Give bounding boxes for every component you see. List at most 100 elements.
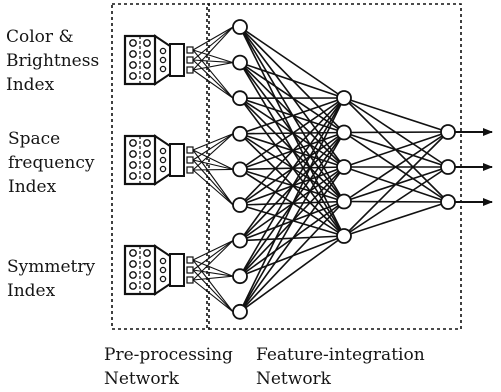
preprocessing-network-caption: Pre-processing Network (104, 343, 233, 391)
module-unit (159, 257, 167, 265)
module-to-node-connection (192, 59, 234, 99)
connection (239, 97, 345, 277)
module-to-node-connection (192, 159, 234, 206)
module-to-node-connection (192, 149, 234, 170)
network-connections (192, 26, 449, 313)
module-to-node-connection (192, 133, 234, 161)
module-unit (143, 172, 151, 180)
connection (343, 97, 449, 133)
module-unit (129, 150, 137, 158)
input-label-line: Symmetry (7, 257, 96, 277)
module-to-node-connection (192, 59, 234, 64)
output-arrows (455, 128, 493, 206)
module-output-unit (186, 66, 194, 74)
module-output-unit (186, 56, 194, 64)
hidden-layer-node (336, 90, 352, 106)
module-unit (159, 47, 167, 55)
connection (239, 200, 345, 313)
module-output-column (169, 143, 185, 177)
input-layer-node (232, 125, 248, 142)
module-to-node-connection (192, 133, 234, 171)
module-output-unit (186, 166, 194, 174)
preprocessing-module (123, 244, 194, 296)
connection (239, 97, 345, 206)
input-layer-node (232, 90, 248, 107)
module-unit (143, 249, 151, 257)
module-to-node-connection (192, 26, 234, 71)
module-unit (129, 39, 137, 47)
module-unit (143, 260, 151, 268)
module-to-node-connection (192, 240, 234, 261)
module-unit (159, 165, 167, 173)
module-output-unit (186, 156, 194, 164)
module-to-node-connection (192, 269, 234, 313)
caption-line: Pre-processing (104, 345, 233, 365)
module-unit (143, 150, 151, 158)
preprocessing-module (123, 34, 194, 86)
module-to-node-connection (192, 149, 234, 206)
connection (343, 131, 449, 168)
module-unit (129, 50, 137, 58)
module-to-node-connection (192, 169, 234, 206)
connection (239, 97, 345, 171)
module-unit (143, 161, 151, 169)
preprocessing-module (123, 134, 194, 186)
module-unit (143, 61, 151, 69)
connection (343, 201, 449, 237)
preprocessing-network-box (111, 3, 210, 330)
module-unit (129, 282, 137, 290)
connection (239, 132, 345, 313)
module-unit (143, 271, 151, 279)
module-unit (159, 275, 167, 283)
module-unit (143, 139, 151, 147)
module-funnel (154, 244, 171, 296)
module-to-node-connection (192, 26, 234, 51)
module-output-unit (186, 146, 194, 154)
module-output-unit (186, 46, 194, 54)
module-output-unit (186, 266, 194, 274)
module-unit (129, 72, 137, 80)
module-unit (143, 72, 151, 80)
module-unit (159, 156, 167, 164)
module-funnel (154, 34, 171, 86)
feature-integration-network-caption: Feature-integration Network (256, 343, 425, 391)
input-layer-node (232, 232, 248, 249)
module-unit (129, 172, 137, 180)
module-to-node-connection (192, 240, 234, 271)
module-unit (159, 266, 167, 274)
output-layer-node (440, 124, 456, 140)
module-output-unit (186, 256, 194, 264)
module-unit (159, 65, 167, 73)
hidden-layer-node (336, 159, 352, 175)
hidden-layer-node (336, 228, 352, 244)
hidden-layer-node (336, 124, 352, 141)
module-unit (159, 56, 167, 64)
input-label-line: Color & (6, 27, 74, 47)
input-label-color-brightness: Color & Brightness Index (6, 25, 99, 97)
connection (343, 131, 449, 203)
input-layer-node (232, 19, 248, 35)
connection (239, 97, 345, 135)
module-to-node-connection (192, 159, 234, 170)
module-to-node-connection (192, 26, 234, 61)
connection (343, 131, 449, 134)
module-to-node-connection (192, 168, 234, 171)
network-nodes (232, 19, 456, 320)
module-to-node-connection (192, 259, 234, 277)
module-to-node-connection (192, 240, 234, 281)
module-unit (129, 61, 137, 69)
connection (343, 166, 449, 237)
connection (343, 131, 449, 237)
connection (239, 97, 345, 313)
input-layer-node (232, 161, 248, 178)
module-unit (129, 249, 137, 257)
module-unit (143, 39, 151, 47)
module-funnel (154, 134, 171, 186)
connection (239, 61, 345, 99)
module-unit (143, 50, 151, 58)
module-to-node-connection (192, 69, 234, 99)
input-layer-node (232, 54, 248, 71)
module-unit (129, 260, 137, 268)
caption-line: Network (104, 369, 179, 389)
caption-line: Feature-integration (256, 345, 425, 365)
